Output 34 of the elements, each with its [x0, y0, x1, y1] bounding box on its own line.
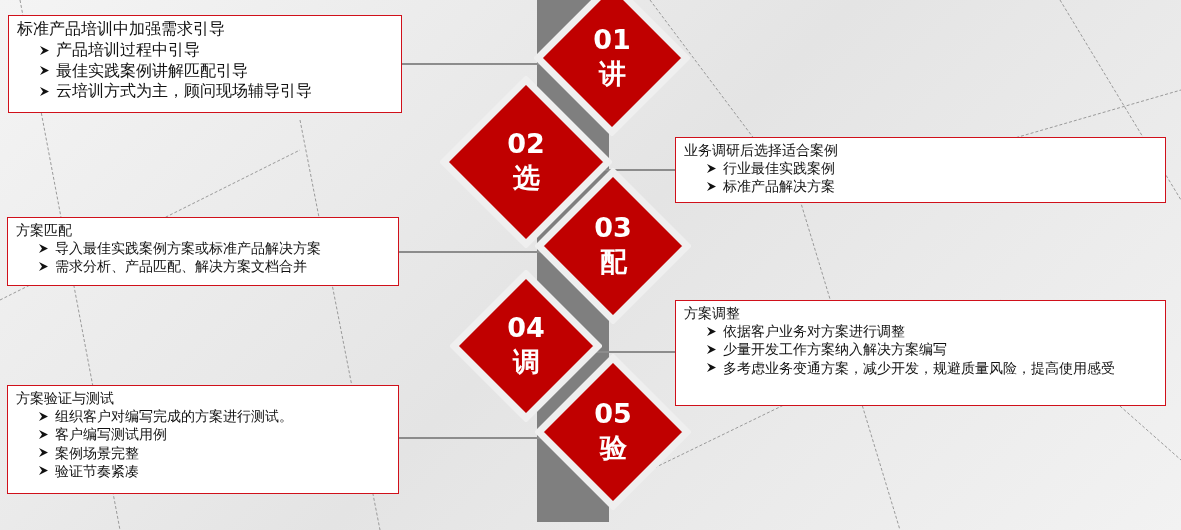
bullet-text: 标准产品解决方案 [723, 177, 835, 196]
step-label: 讲 [597, 58, 627, 90]
bullet-text: 案例场景完整 [55, 443, 139, 462]
box-heading: 标准产品培训中加强需求引导 [17, 19, 226, 40]
text-box [675, 137, 1166, 203]
bullet-text: 多考虑业务变通方案，减少开发，规避质量风险，提高使用感受 [723, 358, 1115, 377]
box-heading: 方案匹配 [16, 221, 73, 240]
step-number: 02 [506, 128, 546, 160]
step-number: 01 [592, 24, 632, 56]
bullet-text: 云培训方式为主，顾问现场辅导引导 [56, 81, 312, 103]
bullet-text: 少量开发工作方案纳入解决方案编写 [723, 340, 947, 359]
box-heading: 业务调研后选择适合案例 [684, 141, 839, 160]
bullet-text: 导入最佳实践案例方案或标准产品解决方案 [55, 239, 321, 258]
step-number: 04 [506, 312, 546, 344]
bullet-text: 行业最佳实践案例 [723, 159, 835, 178]
text-box [7, 217, 399, 286]
bullet-text: 最佳实践案例讲解匹配引导 [56, 60, 248, 82]
bullet-text: 客户编写测试用例 [55, 425, 167, 444]
text-box [8, 15, 402, 113]
text-box [675, 300, 1166, 406]
bullet-text: 依据客户业务对方案进行调整 [723, 322, 905, 341]
step-number: 05 [593, 398, 633, 430]
bullet-text: 组织客户对编写完成的方案进行测试。 [55, 407, 293, 426]
bullet-text: 需求分析、产品匹配、解决方案文档合并 [55, 257, 307, 276]
step-label: 验 [598, 432, 628, 464]
step-number: 03 [593, 212, 633, 244]
bullet-text: 验证节奏紧凑 [55, 461, 139, 480]
bullet-text: 产品培训过程中引导 [56, 39, 200, 61]
step-label: 选 [511, 162, 541, 194]
text-box [7, 385, 399, 494]
box-heading: 方案验证与测试 [16, 389, 115, 408]
step-label: 调 [511, 346, 541, 378]
box-heading: 方案调整 [684, 304, 741, 323]
step-label: 配 [598, 246, 628, 278]
